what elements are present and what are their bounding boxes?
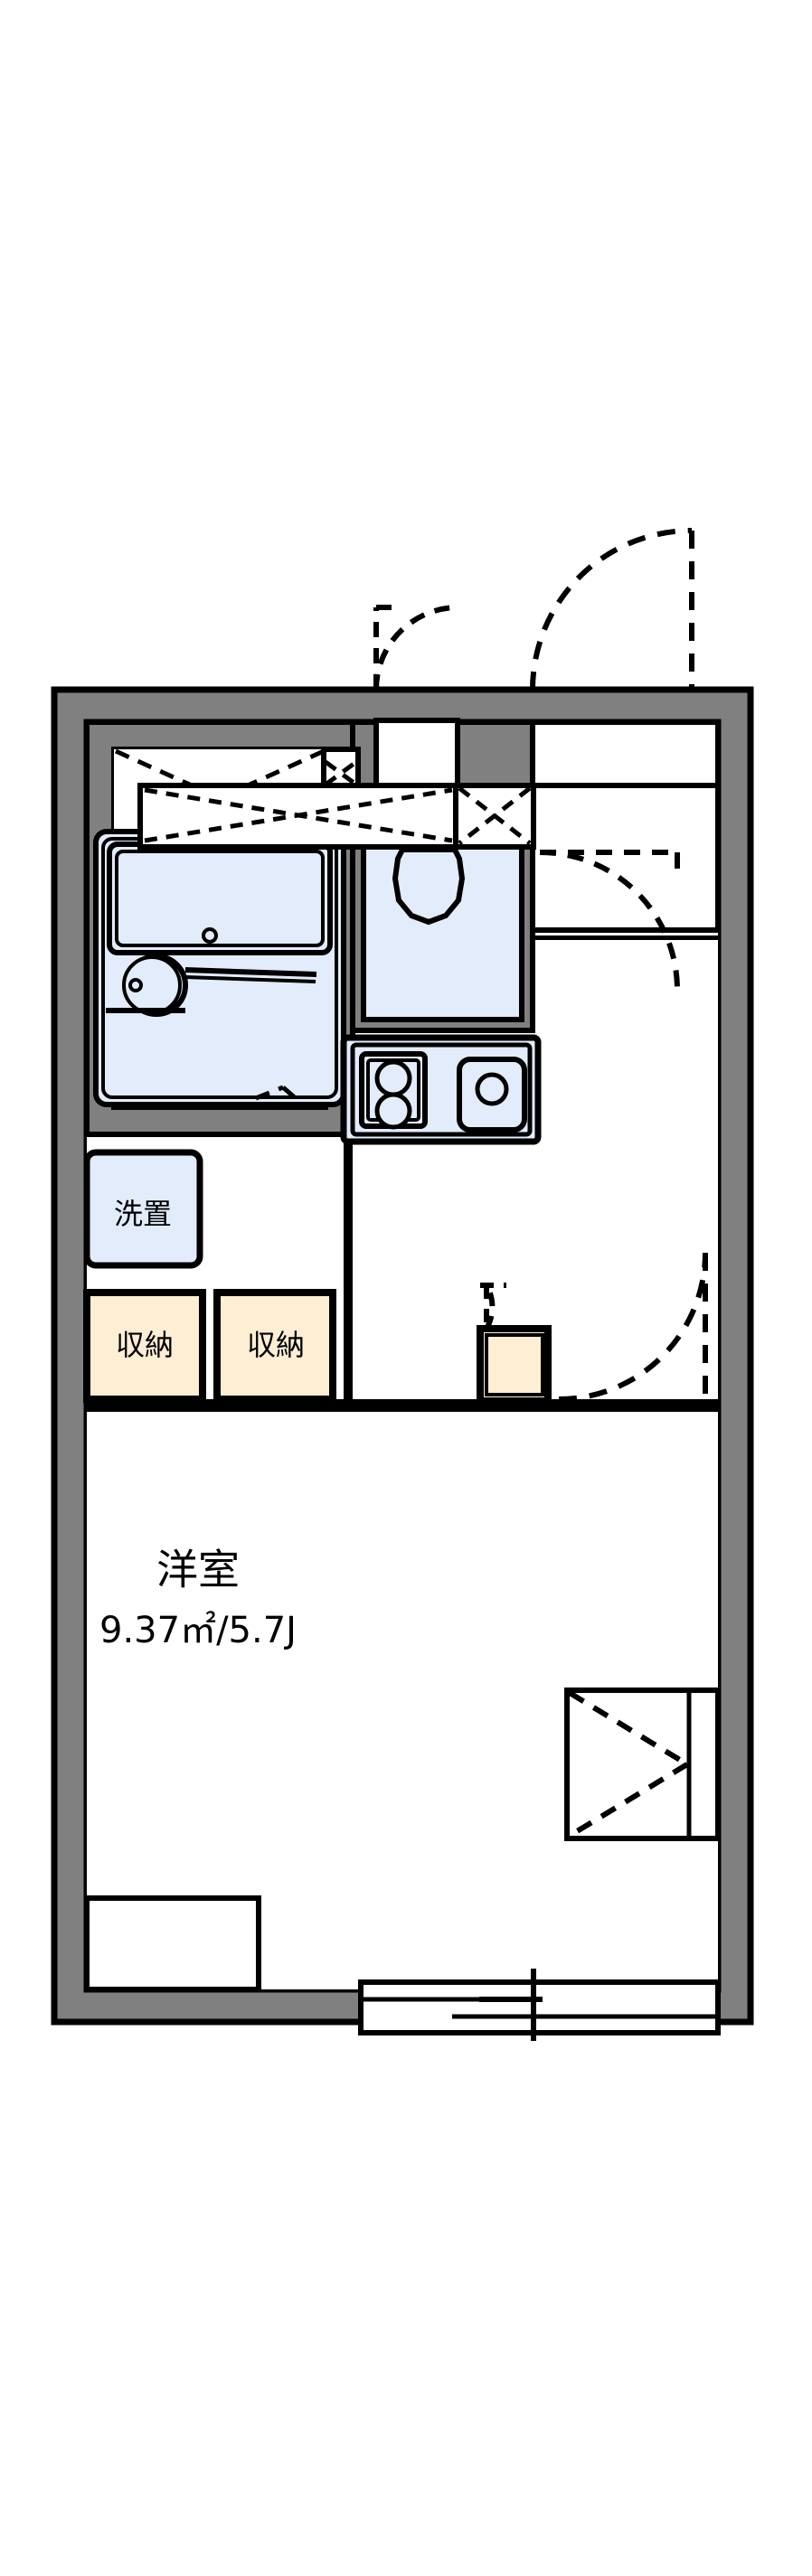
main-room-area-label: 9.37㎡/5.7J: [99, 1610, 297, 1651]
shoe-cabinet[interactable]: [477, 1325, 552, 1405]
bathroom-door-swing: [539, 850, 680, 991]
shoe-cabinet-door-swing: [480, 1283, 506, 1330]
laundry-space-box[interactable]: 洗置: [83, 1149, 203, 1269]
side-window: [564, 1688, 721, 1841]
storage-row: 収納 収納: [83, 1289, 336, 1403]
storage-left-box[interactable]: [83, 1289, 206, 1403]
wash-basin: [106, 954, 317, 1017]
main-room-area: 洋室 9.37㎡/5.7J: [99, 1546, 297, 1652]
laundry-space-label: 洗置: [114, 1197, 172, 1231]
room-door-swing: [558, 1252, 708, 1402]
gas-stove: [359, 1051, 428, 1130]
interior-divider-wall: [87, 1142, 718, 1412]
burner-2: [374, 1092, 412, 1130]
genkan-entrance-area: [530, 719, 721, 940]
toilet-door-swing: [373, 605, 459, 691]
kitchen-sink: [457, 1057, 527, 1133]
entrance-door-swing: [530, 528, 694, 691]
bathtub: [107, 841, 333, 955]
storage-left-label: 収納: [116, 1328, 174, 1362]
unit-bath-fixture: [93, 829, 346, 1107]
main-room-name: 洋室: [156, 1546, 240, 1594]
bath-ceiling-hatch-icon: [114, 748, 326, 848]
floor-alcove: [84, 1895, 261, 1992]
shower-drain-marker: [255, 1085, 305, 1106]
upper-cabinet-over-entry: [137, 783, 536, 850]
sink-drain: [475, 1072, 509, 1106]
kitchen-counter: [340, 1034, 542, 1145]
toilet-entry-alcove: [373, 718, 460, 788]
balcony-sliding-window[interactable]: [358, 1969, 721, 2041]
toilet-room: [350, 718, 535, 1033]
storage-right-label: 収納: [247, 1328, 305, 1362]
burner-1: [374, 1059, 412, 1097]
